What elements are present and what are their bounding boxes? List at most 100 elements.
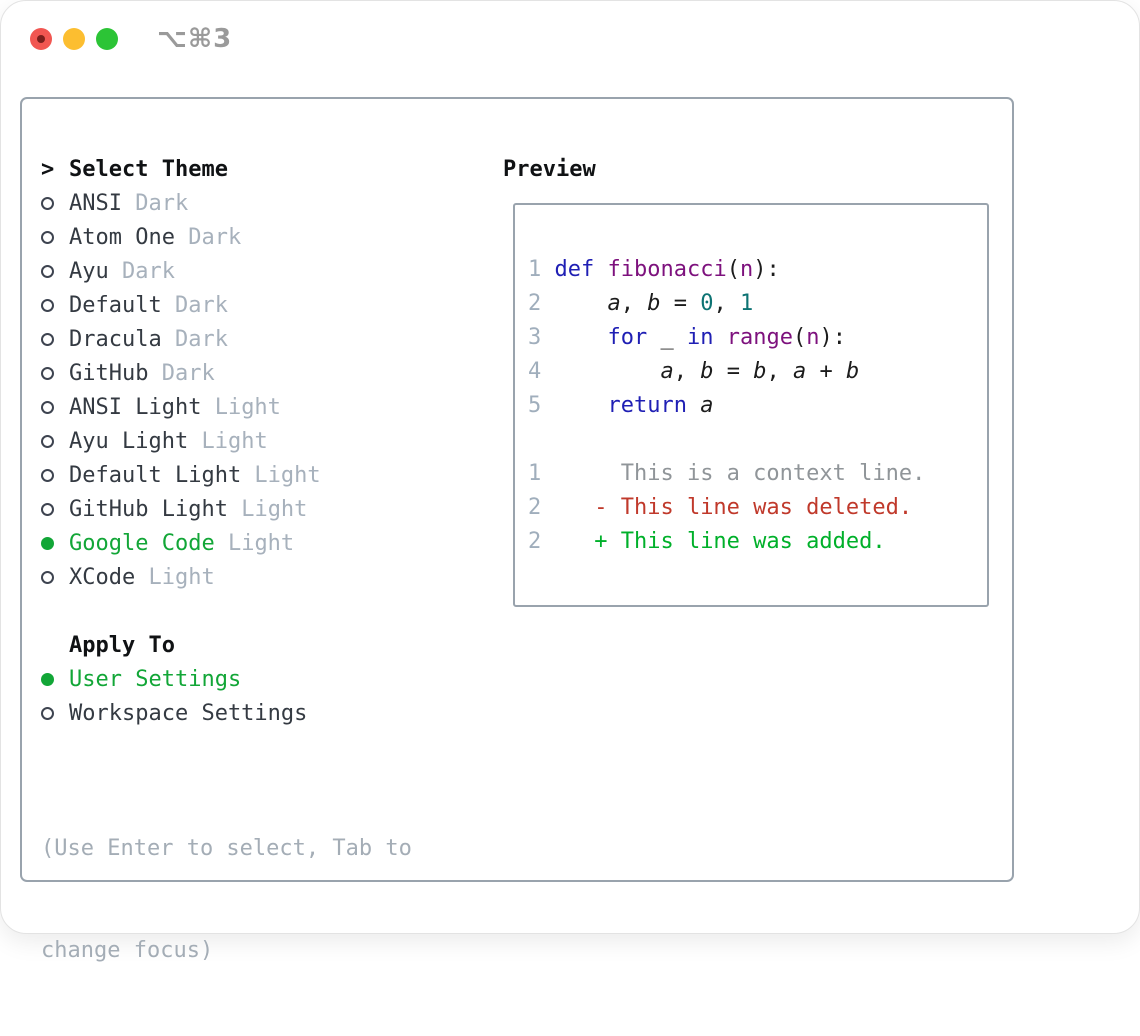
code-token-ln: 1	[528, 461, 542, 486]
bullet-cell	[41, 468, 69, 482]
apply-to-header: Apply To	[41, 628, 481, 662]
code-token-kw: def	[554, 257, 608, 282]
apply-to-option[interactable]: User Settings	[41, 662, 481, 696]
code-token-num: 1	[739, 291, 754, 316]
option-variant: Light	[135, 564, 215, 590]
option-label: Ayu Light	[69, 428, 189, 454]
code-token-fn: fibonacci	[607, 257, 727, 282]
theme-option[interactable]: XCode Light	[41, 560, 481, 594]
code-token-pl	[555, 291, 608, 316]
minimize-button[interactable]	[63, 28, 85, 50]
code-token-pl	[555, 393, 608, 418]
bullet-cell	[41, 400, 69, 414]
bullet-cell	[41, 672, 69, 686]
theme-option[interactable]: GitHub Light Light	[41, 492, 481, 526]
code-token-kw: return	[607, 393, 701, 418]
code-token-pl: ,	[673, 359, 701, 384]
code-token-param: n	[806, 325, 820, 350]
code-token-pl: ,	[713, 291, 740, 316]
radio-unselected-icon	[41, 366, 54, 380]
code-token-param: n	[739, 257, 754, 282]
code-token-ctx: This is a context line.	[541, 461, 926, 486]
code-token-pl	[713, 325, 726, 350]
bullet-cell	[41, 502, 69, 516]
code-token-var: b	[753, 359, 767, 384]
option-variant: Dark	[161, 326, 228, 352]
code-token-ln: 2	[528, 529, 542, 554]
option-label: ANSI Light	[69, 394, 202, 420]
option-label: Ayu	[69, 258, 109, 284]
code-token-ln: 2	[528, 291, 555, 316]
help-line-1: (Use Enter to select, Tab to	[41, 836, 412, 861]
radio-unselected-icon	[41, 468, 54, 482]
bullet-cell	[41, 434, 69, 448]
option-label: ANSI	[69, 190, 122, 216]
preview-pane: 1 def fibonacci(n): 2 a, b = 0, 1 3 for …	[513, 203, 989, 607]
code-token-num: 0	[700, 291, 714, 316]
theme-option[interactable]: Dracula Dark	[41, 322, 481, 356]
option-variant: Light	[201, 394, 281, 420]
option-variant: Dark	[121, 190, 189, 216]
theme-option[interactable]: Ayu Dark	[41, 254, 481, 288]
code-token-var: a	[660, 359, 674, 384]
record-dot-icon	[37, 35, 45, 43]
code-token-kw: for	[607, 325, 648, 350]
bullet-cell	[41, 332, 69, 346]
radio-unselected-icon	[41, 570, 54, 584]
theme-option[interactable]: Atom One Dark	[41, 220, 481, 254]
radio-unselected-icon	[41, 230, 54, 244]
theme-option[interactable]: Google Code Light	[41, 526, 481, 560]
radio-selected-icon	[41, 536, 54, 550]
code-token-pl: +	[806, 359, 846, 384]
code-token-pl: ,	[620, 291, 648, 316]
bullet-cell	[41, 706, 69, 720]
code-token-add: + This line was added.	[541, 529, 886, 554]
radio-unselected-icon	[41, 502, 54, 516]
option-variant: Dark	[161, 292, 228, 318]
theme-list-title: Select Theme	[69, 156, 228, 182]
radio-unselected-icon	[41, 264, 54, 278]
theme-option[interactable]: Default Dark	[41, 288, 481, 322]
option-label: Default Light	[69, 462, 242, 488]
radio-unselected-icon	[41, 196, 54, 210]
theme-option[interactable]: GitHub Dark	[41, 356, 481, 390]
option-variant: Dark	[148, 360, 215, 386]
option-label: Default	[69, 292, 162, 318]
code-token-var: a	[792, 359, 807, 384]
help-text: (Use Enter to select, Tab to change focu…	[41, 764, 481, 1036]
close-button[interactable]	[30, 28, 52, 50]
radio-unselected-icon	[41, 706, 54, 720]
window-titlebar: ⌥⌘3	[30, 24, 232, 54]
radio-unselected-icon	[41, 332, 54, 346]
code-token-del: - This line was deleted.	[541, 495, 913, 520]
option-label: Google Code	[69, 530, 215, 556]
zoom-button[interactable]	[96, 28, 118, 50]
code-token-ln: 1	[528, 257, 555, 282]
theme-list-header: > Select Theme	[41, 152, 481, 186]
radio-unselected-icon	[41, 298, 54, 312]
preview-code: 1 def fibonacci(n): 2 a, b = 0, 1 3 for …	[515, 205, 987, 559]
theme-option[interactable]: ANSI Dark	[41, 186, 481, 220]
bullet-cell	[41, 264, 69, 278]
option-variant: Light	[188, 428, 268, 454]
option-variant: Dark	[174, 224, 242, 250]
code-token-ln: 3	[528, 325, 555, 350]
apply-to-option[interactable]: Workspace Settings	[41, 696, 481, 730]
theme-option[interactable]: Default Light Light	[41, 458, 481, 492]
code-token-pl	[555, 359, 661, 384]
code-token-var: a	[607, 291, 621, 316]
code-token-pl: ):	[819, 325, 846, 350]
option-variant: Light	[214, 530, 295, 556]
bullet-cell	[41, 196, 69, 210]
theme-option[interactable]: ANSI Light Light	[41, 390, 481, 424]
code-token-var: b	[700, 359, 714, 384]
bullet-cell	[41, 366, 69, 380]
code-token-pl: =	[660, 291, 701, 316]
focus-marker-cell: >	[41, 157, 69, 182]
theme-option[interactable]: Ayu Light Light	[41, 424, 481, 458]
code-token-pl: (	[792, 325, 807, 350]
